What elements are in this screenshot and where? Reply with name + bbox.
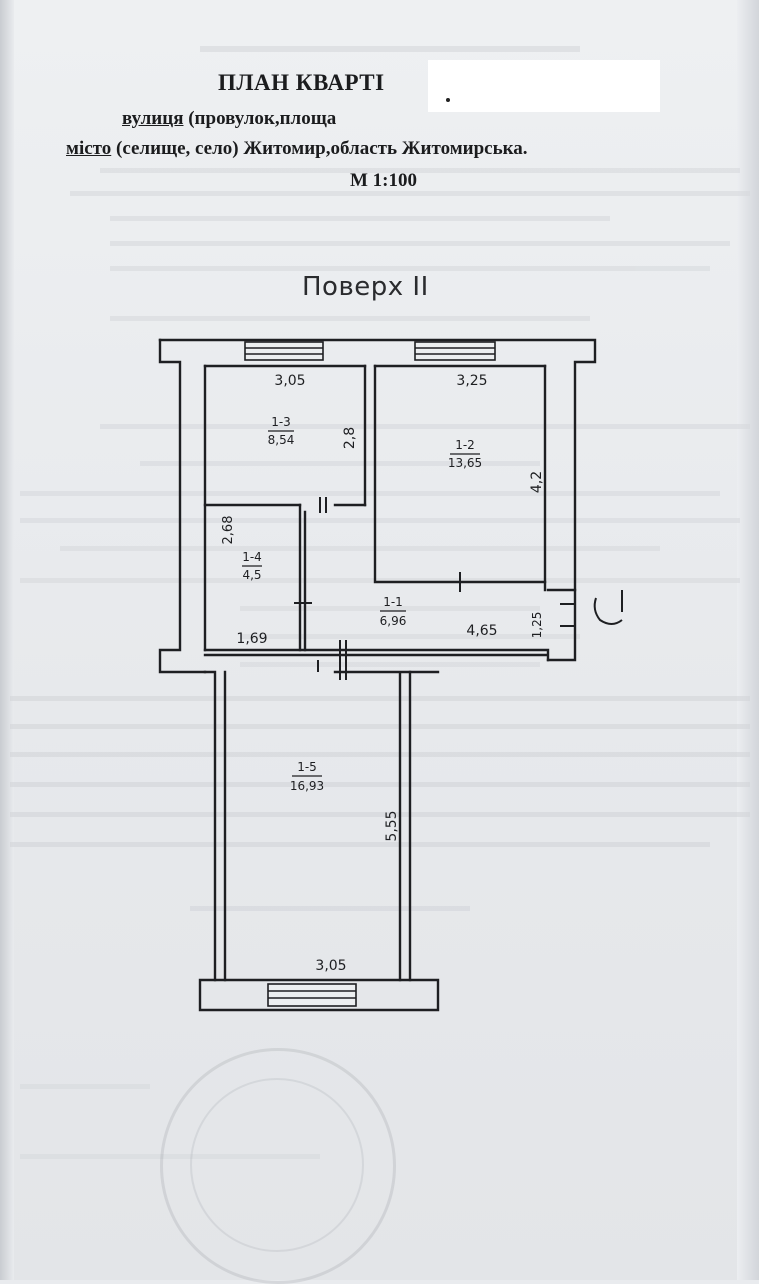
room-area-1-2: 13,65 xyxy=(448,456,482,470)
room-id-1-1: 1-1 xyxy=(383,595,403,609)
room-area-1-1: 6,96 xyxy=(380,614,407,628)
room-area-1-3: 8,54 xyxy=(268,433,295,447)
dim-room13-width: 3,05 xyxy=(274,373,305,389)
room-id-1-2: 1-2 xyxy=(455,438,475,452)
scale-label: М 1:100 xyxy=(350,170,418,191)
city-line: місто (селище, село) Житомир,область Жит… xyxy=(66,138,528,160)
dim-room12-width: 3,25 xyxy=(456,373,487,389)
room-area-1-5: 16,93 xyxy=(290,779,324,793)
room-id-1-5: 1-5 xyxy=(297,760,317,774)
city-rest: (селище, село) Житомир,область Житомирсь… xyxy=(111,138,528,159)
floor-label: Поверх II xyxy=(302,272,429,302)
room-area-1-4: 4,5 xyxy=(242,568,261,582)
dim-room12-height: 4,2 xyxy=(529,471,545,493)
dim-room14-width: 1,69 xyxy=(236,631,267,647)
dim-entry-depth: 1,25 xyxy=(530,612,544,639)
street-rest: (провулок,площа xyxy=(183,108,337,129)
dim-room14-height: 2,68 xyxy=(221,516,236,545)
street-line: вулиця (провулок,площа xyxy=(122,108,336,130)
dim-room11-width: 4,65 xyxy=(466,623,497,639)
redaction-dot xyxy=(446,98,450,102)
dim-room13-height: 2,8 xyxy=(342,427,358,449)
redaction-box xyxy=(428,60,660,112)
street-label: вулиця xyxy=(122,108,184,129)
paper-edge-left xyxy=(0,0,14,1280)
plan-title: ПЛАН КВАРТІ xyxy=(218,70,385,95)
room-id-1-3: 1-3 xyxy=(271,415,291,429)
faded-stamp-inner xyxy=(190,1078,364,1252)
dim-room15-width: 3,05 xyxy=(315,958,346,974)
dim-room15-height: 5,55 xyxy=(384,810,400,841)
room-id-1-4: 1-4 xyxy=(242,550,262,564)
city-label: місто xyxy=(66,138,112,159)
paper-edge-right xyxy=(737,0,759,1280)
